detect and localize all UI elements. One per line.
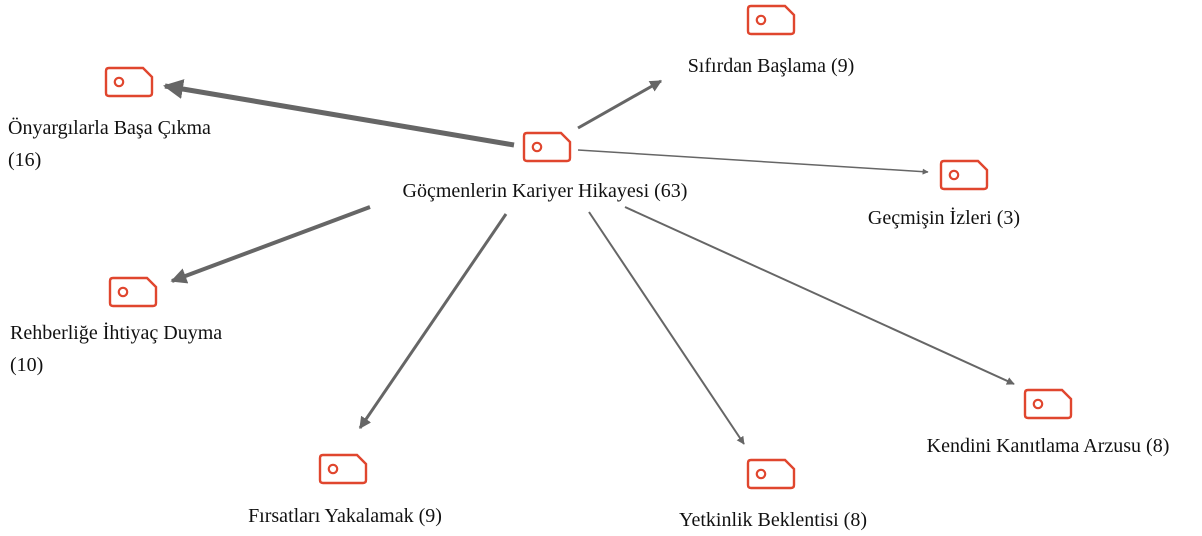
edge-rehberlik	[170, 205, 371, 284]
edges-layer	[163, 79, 1015, 445]
tag-node-icon[interactable]	[746, 4, 796, 36]
node-label: Sıfırdan Başlama (9)	[688, 55, 855, 77]
tag-node-icon[interactable]	[1023, 388, 1073, 420]
nodes-layer: Göçmenlerin Kariyer Hikayesi (63) Sıfırda…	[8, 4, 1170, 531]
tag-node-icon[interactable]	[318, 453, 368, 485]
node-gecmis[interactable]: Geçmişin İzleri (3)	[868, 159, 1020, 229]
edge-gecmis	[577, 149, 929, 175]
tag-node-icon[interactable]	[746, 458, 796, 490]
node-label: Rehberliğe İhtiyaç Duyma	[10, 321, 222, 344]
node-label: Fırsatları Yakalamak (9)	[248, 505, 442, 527]
node-label: Geçmişin İzleri (3)	[868, 206, 1020, 229]
edge-firsat	[358, 213, 508, 429]
tag-node-icon[interactable]	[939, 159, 989, 191]
node-label: (16)	[8, 149, 41, 171]
node-onyargi[interactable]: Önyargılarla Başa Çıkma (16)	[8, 66, 211, 171]
edge-onyargi	[163, 79, 515, 148]
edge-sifirdan	[577, 79, 663, 130]
node-rehberlik[interactable]: Rehberliğe İhtiyaç Duyma (10)	[10, 276, 222, 376]
edge-kendini	[624, 206, 1015, 385]
tag-node-icon[interactable]	[522, 131, 572, 163]
node-firsat[interactable]: Fırsatları Yakalamak (9)	[248, 453, 442, 527]
node-yetkinlik[interactable]: Yetkinlik Beklentisi (8)	[679, 458, 867, 531]
node-sifirdan[interactable]: Sıfırdan Başlama (9)	[688, 4, 855, 77]
node-center[interactable]: Göçmenlerin Kariyer Hikayesi (63)	[403, 131, 688, 202]
node-label: Önyargılarla Başa Çıkma	[8, 116, 211, 139]
node-label: (10)	[10, 354, 43, 376]
tag-node-icon[interactable]	[104, 66, 154, 98]
node-label: Kendini Kanıtlama Arzusu (8)	[927, 435, 1170, 457]
node-label: Yetkinlik Beklentisi (8)	[679, 509, 867, 531]
node-kendini[interactable]: Kendini Kanıtlama Arzusu (8)	[927, 388, 1170, 457]
node-label: Göçmenlerin Kariyer Hikayesi (63)	[403, 180, 688, 202]
tag-node-icon[interactable]	[108, 276, 158, 308]
edge-yetkinlik	[588, 211, 745, 445]
